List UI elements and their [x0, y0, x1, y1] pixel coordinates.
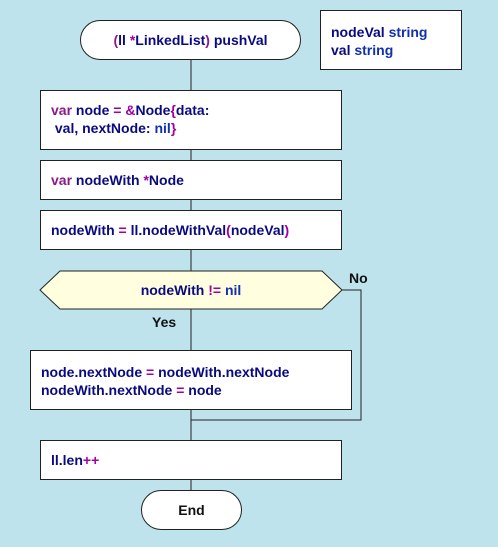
start-label: (ll *LinkedList) pushVal [113, 31, 267, 49]
step2-star: * [143, 172, 149, 188]
step3-paren-open: ( [226, 222, 231, 238]
start-type: LinkedList [135, 32, 206, 48]
step1-amp: & [125, 102, 136, 118]
step3-lhs: nodeWith [51, 222, 119, 238]
end-label: End [178, 502, 205, 518]
start-func-name: pushVal [209, 32, 268, 48]
step5-lhs: ll.len [51, 452, 83, 468]
step3-eq: = [118, 222, 127, 238]
step-var-nodewith: var nodeWith *Node [40, 160, 342, 200]
start-receiver: ll [118, 32, 126, 48]
step-var-node-line1: var node = &Node{data: [51, 101, 209, 119]
connector-no-branch [191, 289, 362, 421]
start-star: * [129, 32, 136, 48]
step2-name: nodeWith [72, 172, 144, 188]
decision-condition: nodeWith != nil [40, 271, 342, 309]
step2-type: Node [148, 172, 184, 188]
param-val: val string [331, 41, 427, 59]
param-nodeval: nodeVal string [331, 23, 427, 41]
step4-l1-eq: = [146, 364, 155, 380]
label-yes: Yes [152, 314, 177, 330]
start-close-paren: ) [205, 32, 210, 48]
params-box: nodeVal string val string [320, 10, 462, 70]
step-assign-nodewith: nodeWith = ll.nodeWithVal(nodeVal) [40, 210, 342, 250]
decision-op: != [208, 282, 222, 298]
step-var-node-line2: val, nextNode: nil} [51, 119, 209, 137]
decision-text: nodeWith != nil [141, 282, 242, 298]
keyword-var: var [51, 102, 73, 118]
decision-nil: nil [224, 282, 242, 298]
step1-type: Node [135, 102, 171, 118]
step2-keyword-var: var [51, 172, 73, 188]
step3-call: ll.nodeWithVal [126, 222, 227, 238]
step4-line1: node.nextNode = nodeWith.nextNode [41, 363, 289, 381]
step5-op: ++ [82, 452, 100, 468]
step5-text: ll.len++ [51, 451, 99, 469]
step1-brace-open: { [170, 102, 176, 118]
step-var-node: var node = &Node{data: val, nextNode: ni… [40, 90, 342, 150]
step1-fields: val, nextNode: [51, 120, 155, 136]
step4-l1-lhs: node.nextNode [41, 364, 147, 380]
step1-nil: nil [154, 120, 171, 136]
param-nodeval-name: nodeVal [331, 24, 389, 40]
step4-l2-lhs: nodeWith.nextNode [41, 382, 177, 398]
step4-l2-rhs: node [184, 382, 222, 398]
decision-lhs: nodeWith [140, 282, 209, 298]
step4-l1-rhs: nodeWith.nextNode [154, 364, 290, 380]
step1-brace-close: } [170, 120, 177, 136]
step3-arg: nodeVal [230, 222, 285, 238]
step4-line2: nodeWith.nextNode = node [41, 381, 289, 399]
param-val-type: string [354, 42, 394, 58]
step1-field-data: data: [175, 102, 210, 118]
step3-paren-close: ) [284, 222, 290, 238]
step1-node-name: node [72, 102, 114, 118]
step1-eq: = [113, 102, 122, 118]
start-open-paren: ( [113, 32, 119, 48]
step-increment-len: ll.len++ [40, 440, 342, 480]
step4-l2-eq: = [176, 382, 185, 398]
param-val-name: val [331, 42, 355, 58]
end-terminal: End [141, 490, 242, 530]
step2-text: var nodeWith *Node [51, 171, 184, 189]
label-no: No [349, 270, 368, 286]
param-nodeval-type: string [388, 24, 428, 40]
step-relink: node.nextNode = nodeWith.nextNode nodeWi… [30, 350, 352, 410]
start-terminal: (ll *LinkedList) pushVal [80, 20, 301, 60]
decision-diamond [39, 270, 343, 310]
step3-text: nodeWith = ll.nodeWithVal(nodeVal) [51, 221, 289, 239]
